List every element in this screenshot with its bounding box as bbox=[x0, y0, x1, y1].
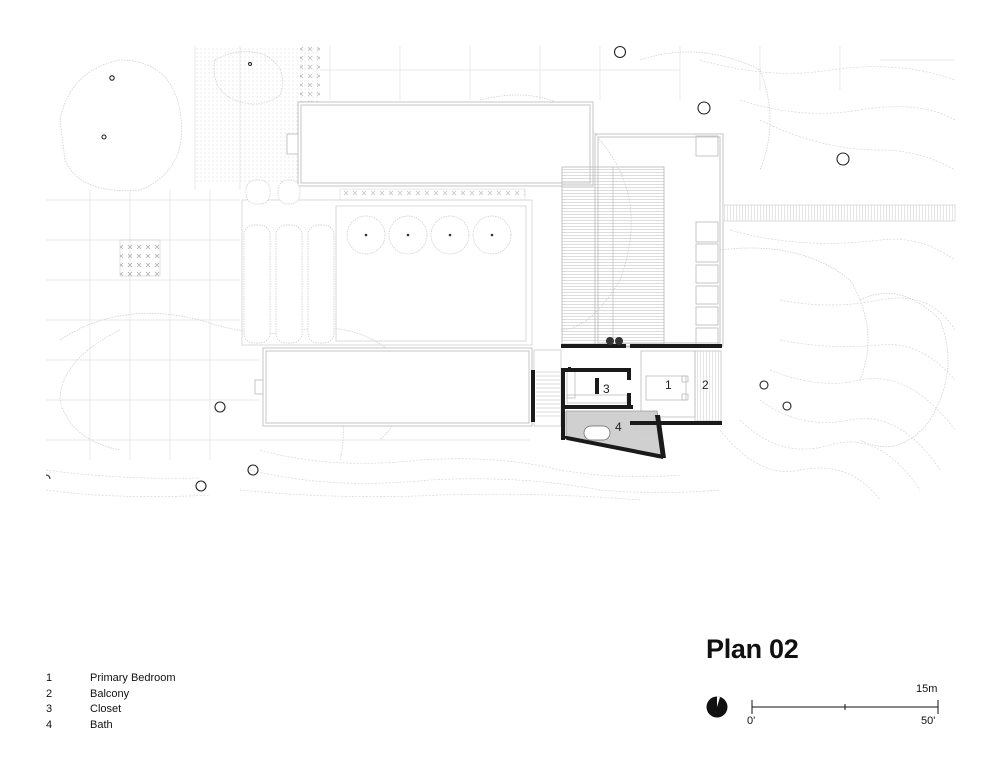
scale-end-label: 50' bbox=[921, 715, 936, 727]
legend-row: 2 Balcony bbox=[46, 687, 176, 703]
legend-number: 3 bbox=[46, 703, 53, 715]
topography-contours bbox=[45, 59, 956, 501]
balcony-floor bbox=[694, 350, 722, 422]
plan-title: Plan 02 bbox=[706, 634, 799, 664]
planters bbox=[606, 337, 623, 345]
lower-building bbox=[254, 347, 533, 427]
site-floor-plan: 1 2 3 4 bbox=[45, 45, 956, 501]
room-label-3: 3 bbox=[603, 382, 610, 396]
legend-row: 1 Primary Bedroom bbox=[46, 671, 176, 687]
room-legend: 1 Primary Bedroom 2 Balcony 3 Closet 4 B… bbox=[46, 671, 176, 733]
legend-number: 2 bbox=[46, 687, 53, 700]
tree-markers bbox=[45, 45, 850, 492]
cut-walls bbox=[531, 344, 722, 440]
legend-row: 3 Closet bbox=[46, 702, 176, 718]
room-label-2: 2 bbox=[702, 378, 709, 392]
scale-bar bbox=[751, 700, 939, 714]
planter-grid bbox=[120, 240, 160, 276]
legend-name: Closet bbox=[90, 703, 122, 715]
legend-number: 4 bbox=[46, 718, 53, 731]
legend-number: 1 bbox=[46, 672, 53, 684]
courtyard-hedges bbox=[243, 179, 335, 344]
legend-row: 4 Bath bbox=[46, 718, 176, 734]
scale-bar-graphic bbox=[706, 696, 939, 718]
room-label-1: 1 bbox=[665, 378, 672, 392]
legend-name: Primary Bedroom bbox=[90, 672, 176, 684]
planting-bed bbox=[300, 46, 320, 102]
stair bbox=[533, 349, 562, 427]
courtyard bbox=[241, 199, 533, 346]
scale-start-label: 0' bbox=[747, 715, 756, 727]
boardwalk bbox=[722, 204, 956, 222]
legend-name: Bath bbox=[90, 718, 113, 731]
north-arrow-icon bbox=[706, 696, 728, 718]
courtyard-trees bbox=[346, 215, 512, 255]
scale-metric-label: 15m bbox=[916, 683, 938, 695]
legend-name: Balcony bbox=[90, 687, 130, 700]
hedge-row bbox=[339, 188, 526, 201]
room-label-4: 4 bbox=[615, 420, 622, 434]
upper-building bbox=[286, 101, 594, 187]
